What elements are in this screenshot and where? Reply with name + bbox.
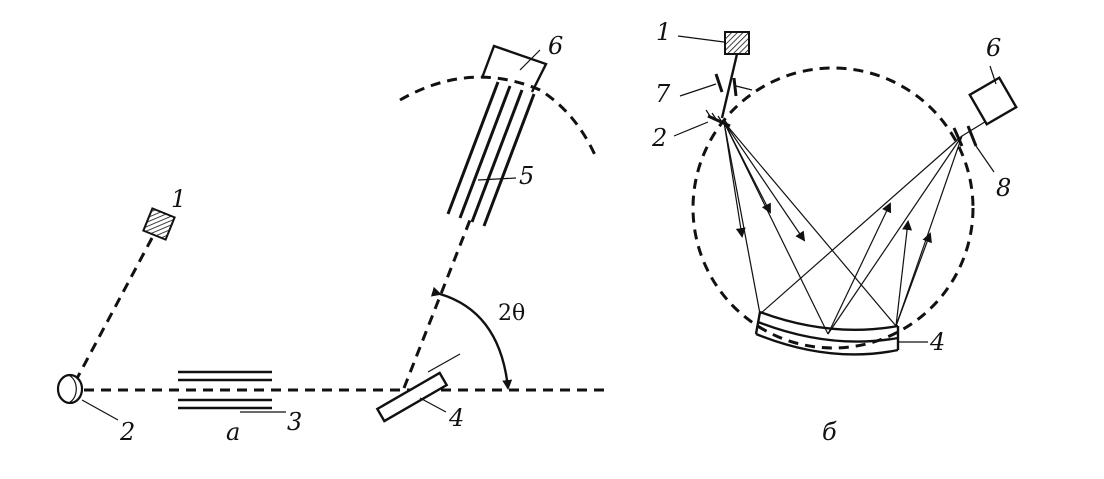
label-angle: 2θ <box>498 301 525 326</box>
detector-6-a <box>480 44 548 93</box>
sublabel-a: а <box>226 418 240 446</box>
label-a-4: 4 <box>448 404 464 432</box>
label-b-6: 6 <box>986 34 1001 62</box>
crystal-4-a <box>375 353 461 423</box>
diffracted-beam <box>402 219 472 389</box>
crystal-4-b <box>754 310 900 356</box>
figure-a: 1 2 3 4 5 6 2θ а <box>56 32 610 446</box>
label-b-1: 1 <box>656 18 671 46</box>
label-a-2: 2 <box>119 418 135 446</box>
collimator-3 <box>178 370 272 410</box>
detector-6-b <box>968 76 1018 126</box>
sublabel-b: б <box>822 418 837 446</box>
goniometer-arc <box>399 75 597 156</box>
rowland-circle <box>691 66 975 350</box>
label-a-1: 1 <box>171 185 186 213</box>
angle-arc <box>430 286 513 390</box>
label-b-8: 8 <box>996 174 1011 202</box>
rays-from-mirror <box>723 121 897 335</box>
figure-b: 1 7 2 6 8 4 б <box>651 18 1018 446</box>
label-a-3: 3 <box>287 408 302 436</box>
label-a-5: 5 <box>519 162 534 190</box>
collimator-5 <box>446 81 536 227</box>
source-beam-b <box>720 53 739 119</box>
label-b-2: 2 <box>651 124 667 152</box>
source-1-b <box>724 31 750 55</box>
beam-source-to-mirror <box>72 237 154 385</box>
label-b-7: 7 <box>655 80 671 108</box>
rays-to-detector <box>759 119 989 335</box>
slit-7 <box>714 73 753 97</box>
mirror-2-b <box>705 109 731 128</box>
label-b-4: 4 <box>929 328 945 356</box>
slit-8 <box>952 125 995 173</box>
label-a-6: 6 <box>548 32 563 60</box>
source-1-a <box>142 207 176 241</box>
mirror-2-a <box>56 373 84 405</box>
